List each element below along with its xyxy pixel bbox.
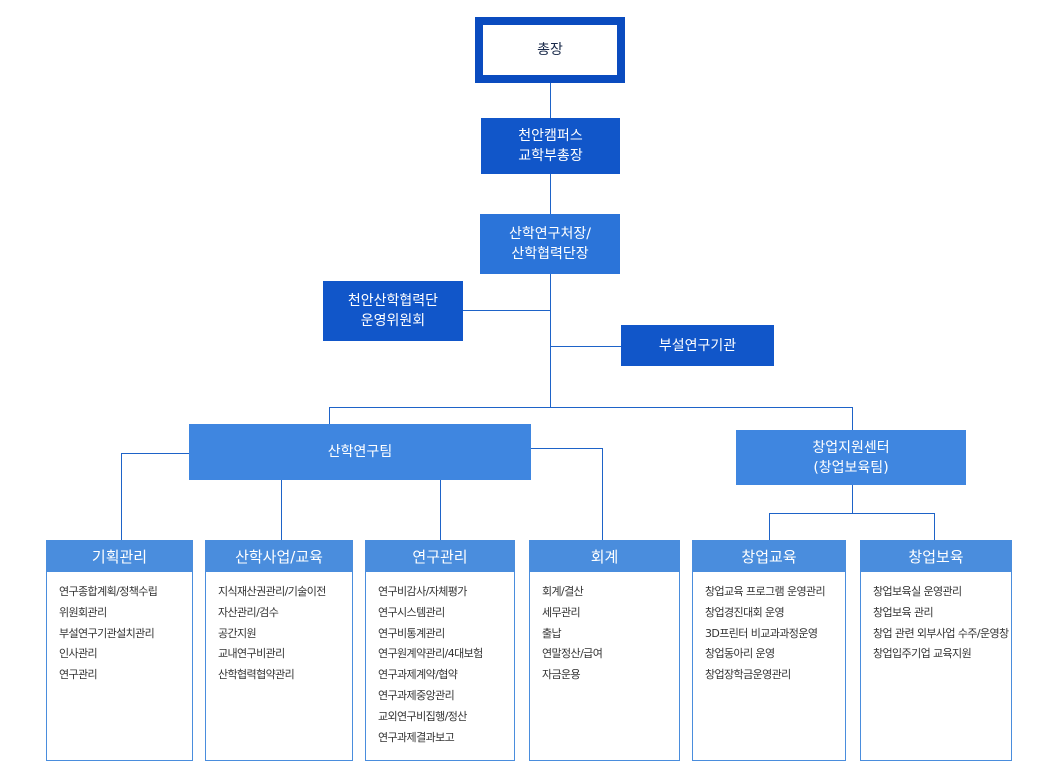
research-team-label: 산학연구팀 [327,444,393,460]
list-item: 창업보육 관리 [873,605,934,619]
list-item: 연구과제중앙관리 [378,688,455,702]
dept-startup-education-title: 창업교육 [693,541,845,572]
list-item: 위원회관리 [59,605,107,619]
dept-planning-list: 연구종합계획/정책수립 위원회관리 부설연구기관설치관리 인사관리 연구관리 [47,572,192,686]
list-item: 공간지원 [218,626,257,640]
list-item: 회계/결산 [542,585,584,598]
connector-dept-planning-v [121,453,122,541]
dept-startup-incubation-list: 창업보육실 운영관리 창업보육 관리 창업 관련 외부사업 수주/운영창 창업입… [861,572,1011,665]
affiliated-institutes-label: 부설연구기관 [658,337,737,354]
dept-planning-title: 기획관리 [47,541,192,572]
dept-industry-education[interactable]: 산학사업/교육 지식재산권관리/기술이전 자산관리/검수 공간지원 교내연구비관… [205,540,353,761]
connector-dept-industry [281,480,282,541]
dept-planning[interactable]: 기획관리 연구종합계획/정책수립 위원회관리 부설연구기관설치관리 인사관리 연… [46,540,193,761]
list-item: 창업장학금운영관리 [705,668,791,682]
dept-startup-incubation-title: 창업보육 [861,541,1011,572]
connector-dept-accounting-h [531,448,603,449]
list-item: 지식재산권관리/기술이전 [218,585,326,598]
list-item: 연말정산/급여 [542,647,603,661]
vice-president-label: 천안캠퍼스 교학부총장 [518,128,583,164]
startup-center-label: 창업지원센터 (창업보육팀) [812,439,890,476]
list-item: 산학협력협약관리 [218,668,295,682]
startup-center-box[interactable]: 창업지원센터 (창업보육팀) [736,430,966,485]
committee-label: 천안산학협력단 운영위원회 [347,293,439,329]
president-box[interactable]: 총장 [475,17,625,83]
connector-dept-planning-h [121,453,189,454]
dept-startup-incubation[interactable]: 창업보육 창업보육실 운영관리 창업보육 관리 창업 관련 외부사업 수주/운영… [860,540,1012,761]
connector-startup-center [852,407,853,430]
connector-research-team [329,407,330,424]
list-item: 연구종합계획/정책수립 [59,585,158,598]
connector-vp-dean [550,173,551,215]
connector-startup-stem [852,485,853,513]
list-item: 연구과제계약/협약 [378,668,458,682]
connector-president-vp [550,82,551,119]
dept-accounting-title: 회계 [530,541,679,572]
dept-research-management-title: 연구관리 [366,541,514,572]
research-dean-label: 산학연구처장/ 산학협력단장 [509,226,591,262]
dept-startup-education[interactable]: 창업교육 창업교육 프로그램 운영관리 창업경진대회 운영 3D프린터 비교과과… [692,540,846,761]
connector-committee [463,310,551,311]
president-label: 총장 [537,42,563,58]
list-item: 연구시스템관리 [378,605,445,619]
list-item: 창업교육 프로그램 운영관리 [705,585,826,598]
list-item: 창업보육실 운영관리 [873,585,962,598]
connector-dept-accounting-v [602,448,603,541]
dept-accounting[interactable]: 회계 회계/결산 세무관리 출납 연말정산/급여 자금운용 [529,540,680,761]
affiliated-institutes-box[interactable]: 부설연구기관 [621,325,774,366]
list-item: 출납 [542,626,562,640]
list-item: 교외연구비집행/정산 [378,709,467,723]
connector-institutes [550,346,621,347]
connector-team-bar [329,407,853,408]
connector-startup-bar [769,513,935,514]
connector-dept-startup-edu [769,513,770,541]
list-item: 세무관리 [542,605,581,619]
list-item: 연구과제결과보고 [378,730,455,744]
dept-research-management-list: 연구비감사/자체평가 연구시스템관리 연구비통계관리 연구원계약관리/4대보험 … [366,572,514,748]
research-dean-box[interactable]: 산학연구처장/ 산학협력단장 [480,214,620,274]
list-item: 교내연구비관리 [218,647,285,661]
list-item: 창업동아리 운영 [705,647,775,661]
list-item: 3D프린터 비교과과정운영 [705,626,818,640]
dept-startup-education-list: 창업교육 프로그램 운영관리 창업경진대회 운영 3D프린터 비교과과정운영 창… [693,572,845,686]
list-item: 창업입주기업 교육지원 [873,647,972,661]
list-item: 연구원계약관리/4대보험 [378,647,483,661]
dept-industry-education-list: 지식재산권관리/기술이전 자산관리/검수 공간지원 교내연구비관리 산학협력협약… [206,572,352,686]
list-item: 연구비통계관리 [378,626,445,640]
list-item: 자금운용 [542,668,581,682]
research-team-box[interactable]: 산학연구팀 [189,424,531,480]
connector-dept-startup-incubation [934,513,935,541]
dept-accounting-list: 회계/결산 세무관리 출납 연말정산/급여 자금운용 [530,572,679,686]
list-item: 연구비감사/자체평가 [378,585,467,598]
list-item: 연구관리 [59,668,98,682]
connector-dept-research [440,480,441,541]
dept-industry-education-title: 산학사업/교육 [206,541,352,572]
list-item: 창업 관련 외부사업 수주/운영창 [873,626,1009,640]
dept-research-management[interactable]: 연구관리 연구비감사/자체평가 연구시스템관리 연구비통계관리 연구원계약관리/… [365,540,515,761]
vice-president-box[interactable]: 천안캠퍼스 교학부총장 [481,118,620,174]
list-item: 자산관리/검수 [218,605,279,619]
committee-box[interactable]: 천안산학협력단 운영위원회 [323,281,463,341]
list-item: 창업경진대회 운영 [705,605,785,619]
list-item: 부설연구기관설치관리 [59,626,155,640]
list-item: 인사관리 [59,647,98,661]
connector-main-trunk [550,273,551,407]
